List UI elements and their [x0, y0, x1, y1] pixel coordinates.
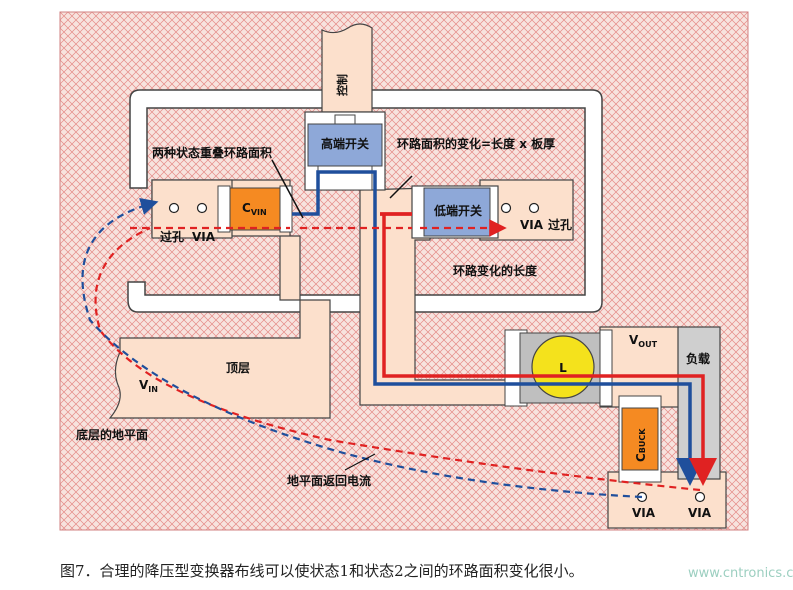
- cvin-label: CVIN: [242, 201, 267, 217]
- via-circle-left-1: [168, 202, 180, 214]
- cvin-pad-left: [217, 185, 231, 233]
- cbuck-label: CBUCK: [634, 428, 648, 462]
- inductor-label: L: [559, 361, 567, 375]
- inductor-pad-right: [599, 329, 613, 407]
- via-circle-bottom-2: [694, 491, 706, 503]
- figure-caption: 图7．合理的降压型变换器布线可以使状态1和状态2之间的环路面积变化很小。: [60, 562, 584, 580]
- via-bottom-label-1: VIA: [632, 506, 656, 520]
- high-switch-label: 高端开关: [321, 136, 369, 151]
- cvin-capacitor: [229, 187, 281, 231]
- bottom-plane-label: 底层的地平面: [76, 427, 148, 442]
- control-label: 控制: [335, 74, 349, 96]
- loop-length-label: 环路变化的长度: [453, 263, 538, 278]
- cbuck-capacitor: [621, 407, 659, 471]
- control-trace: [321, 23, 373, 113]
- load-label: 负载: [686, 351, 710, 366]
- vout-copper: [599, 326, 683, 408]
- loop-change-label: 环路面积的变化=长度 x 板厚: [397, 136, 555, 151]
- vin-label: VIN: [139, 378, 158, 394]
- overlap-loop-label: 两种状态重叠环路面积: [152, 145, 272, 160]
- via-circle-left-2: [196, 202, 208, 214]
- ground-return-label: 地平面返回电流: [287, 473, 371, 488]
- via-circle-right-2: [528, 202, 540, 214]
- blue-dashed-return: [81, 197, 643, 499]
- control-loop-trace: [127, 89, 603, 313]
- red-dashed-loop: [94, 226, 701, 492]
- via-right-label: 过孔: [548, 217, 572, 232]
- overlap-leader: [271, 159, 304, 219]
- via-circle-right-1: [500, 202, 512, 214]
- vout-label: VOUT: [629, 333, 658, 349]
- via-left-label: 过孔: [160, 229, 184, 244]
- blue-current-path: [292, 170, 704, 486]
- low-switch-label: 低端开关: [433, 203, 482, 218]
- load-block: [677, 326, 721, 480]
- via-left-en-label: VIA: [192, 230, 216, 244]
- high-switch-body: [307, 123, 383, 167]
- ground-return-leader: [344, 453, 376, 471]
- watermark: www.cntronics.com: [688, 566, 793, 581]
- via-right-en-label: VIA: [520, 218, 544, 232]
- top-layer-label: 顶层: [226, 361, 250, 375]
- loop-change-leader: [389, 175, 413, 199]
- via-bottom-label-2: VIA: [688, 506, 712, 520]
